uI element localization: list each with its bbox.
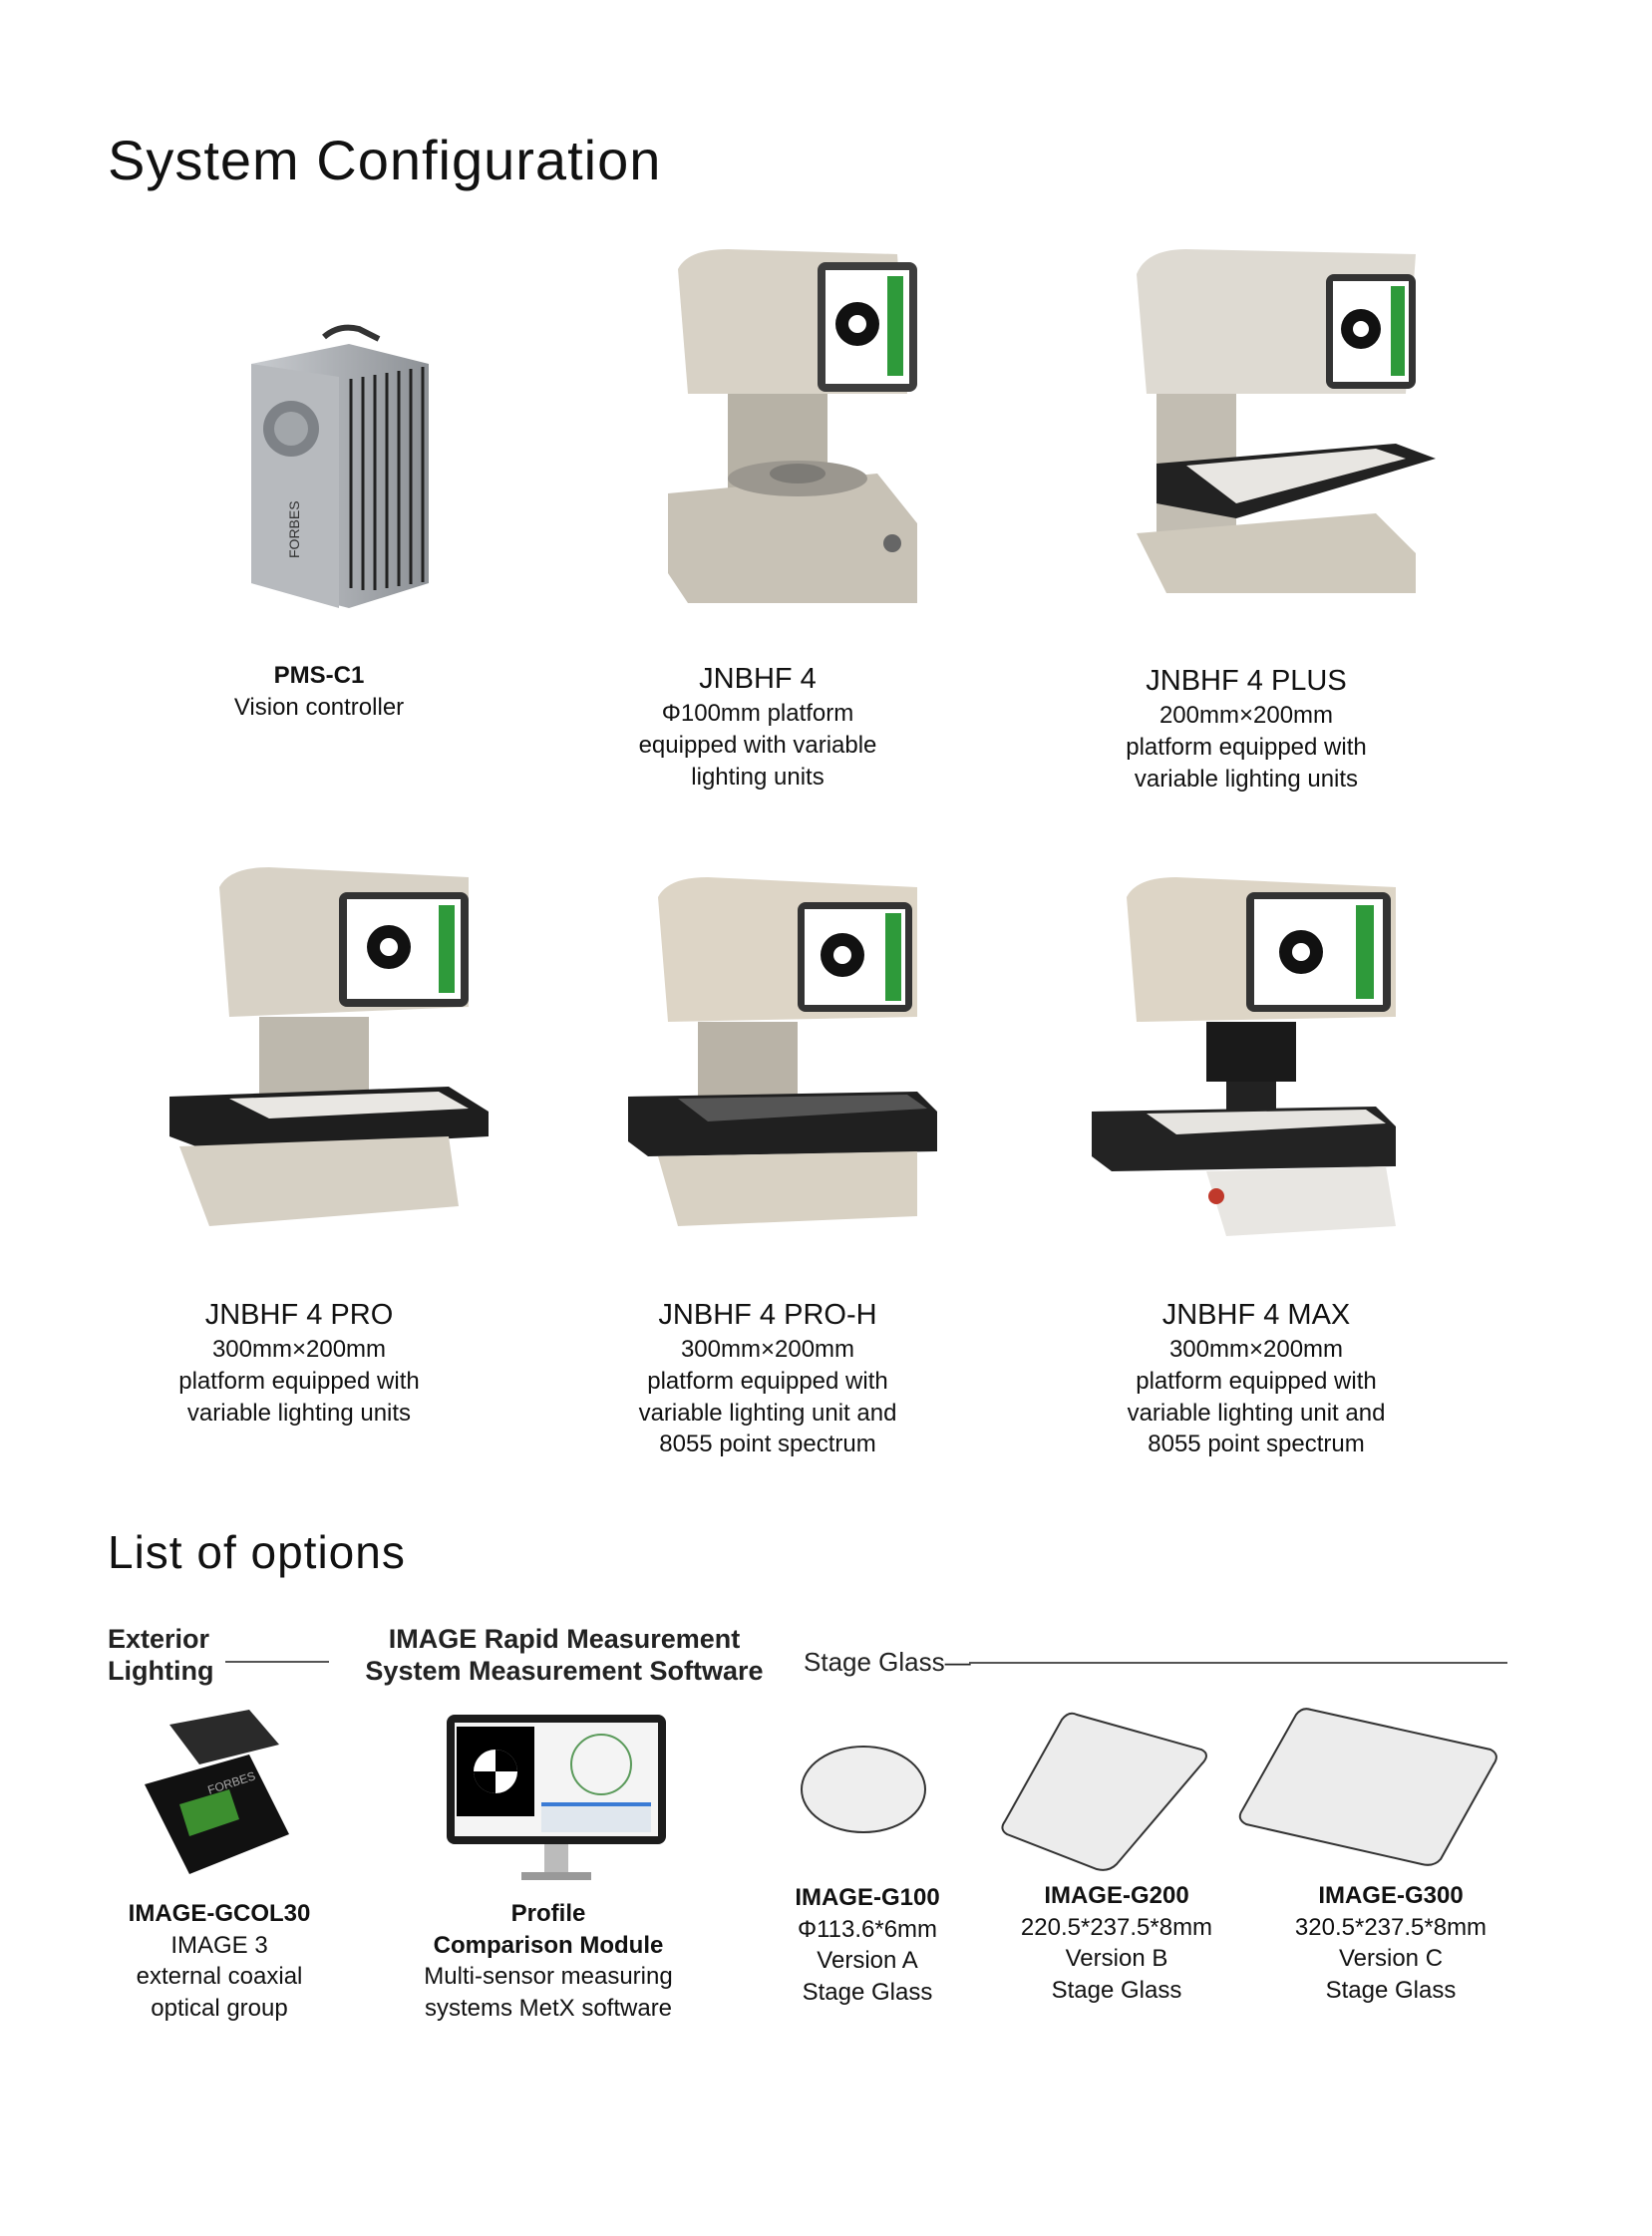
jnbhf-4-pro-h-image [628,877,937,1226]
heading-line: Lighting [108,1656,214,1687]
option-desc-line: Version A [817,1947,918,1975]
product-desc-line: variable lighting units [186,1399,412,1427]
option-desc-line: Stage Glass [1051,1977,1182,2005]
option-desc-line: Stage Glass [1325,1977,1457,2005]
option-desc-line: Φ113.6*6mm [797,1915,938,1943]
product-caption: JNBHF 4 MAX 300mm×200mm platform equippe… [1097,1296,1416,1460]
pms-c1-image: FORBES [251,324,429,608]
option-caption: IMAGE-G200 220.5*237.5*8mm Version B Sta… [997,1880,1236,2007]
option-caption: IMAGE-G100 Φ113.6*6mm Version A Stage Gl… [758,1882,977,2009]
product-name: JNBHF 4 [699,663,817,695]
product-desc-line: 8055 point spectrum [659,1431,876,1458]
product-desc-line: variable lighting units [1134,765,1359,793]
product-desc-line: 300mm×200mm [1168,1336,1344,1364]
product-caption: PMS-C1 Vision controller [169,660,469,723]
option-caption: IMAGE-G300 320.5*237.5*8mm Version C Sta… [1266,1880,1515,2007]
product-desc-line: platform equipped with [1126,733,1367,761]
product-name: JNBHF 4 MAX [1161,1299,1351,1331]
option-desc-line: Version B [1065,1945,1168,1973]
option-caption: IMAGE-GCOL30 IMAGE 3 external coaxial op… [100,1898,339,2025]
product-name: JNBHF 4 PRO-H [658,1299,877,1331]
product-desc-line: Φ100mm platform [661,700,854,728]
jnbhf-4-max-image [1092,877,1396,1236]
product-desc-line: variable lighting unit and [1127,1399,1386,1427]
option-name: Profile [510,1900,586,1927]
option-desc-line: external coaxial [136,1963,303,1991]
option-name: IMAGE-G100 [795,1884,940,1911]
product-desc-line: Vision controller [233,693,405,721]
product-desc-line: lighting units [691,763,825,791]
option-desc-line: IMAGE 3 [170,1931,268,1959]
heading-line: IMAGE Rapid Measurement [388,1624,741,1654]
product-name: JNBHF 4 PLUS [1146,665,1347,697]
option-desc-line: 320.5*237.5*8mm [1294,1913,1487,1941]
exterior-lighting-heading: Exterior Lighting [108,1623,213,1688]
jnbhf-4-plus-image [1137,249,1436,593]
option-desc-line: Version C [1338,1945,1444,1973]
product-name: JNBHF 4 PRO [204,1299,394,1331]
heading-line: Exterior [108,1624,210,1654]
option-name: IMAGE-G300 [1318,1882,1464,1909]
option-name: IMAGE-G200 [1044,1882,1189,1909]
option-desc-line: 220.5*237.5*8mm [1020,1913,1213,1941]
page-title: System Configuration [108,129,662,191]
software-heading: IMAGE Rapid Measurement System Measureme… [355,1623,774,1688]
option-desc-line: optical group [151,1995,288,2023]
gcol30-image: FORBES [145,1710,289,1874]
option-desc-line: Multi-sensor measuring [424,1963,673,1991]
product-desc-line: 300mm×200mm [211,1336,387,1364]
option-desc-line: Stage Glass [802,1979,933,2007]
svg-text:FORBES: FORBES [286,500,302,558]
product-desc-line: variable lighting unit and [638,1399,897,1427]
product-desc-line: platform equipped with [647,1367,888,1395]
product-caption: JNBHF 4 PLUS 200mm×200mm platform equipp… [1082,662,1411,795]
stage-glass-heading: Stage Glass— [804,1647,971,1677]
option-name: IMAGE-GCOL30 [128,1900,311,1927]
software-monitor-image [447,1715,666,1880]
g100-glass-image [801,1746,926,1833]
option-caption: Profile Comparison Module Multi-sensor m… [399,1898,698,2025]
g200-glass-image [1001,1712,1207,1871]
jnbhf-4-image [668,249,917,603]
option-desc-line: Comparison Module [433,1931,664,1959]
heading-rule [969,1662,1507,1664]
product-desc-line: 8055 point spectrum [1148,1431,1365,1458]
product-desc-line: platform equipped with [1136,1367,1377,1395]
product-caption: JNBHF 4 PRO 300mm×200mm platform equippe… [140,1296,459,1429]
product-desc-line: 300mm×200mm [680,1336,855,1364]
product-desc-line: equipped with variable [638,731,877,759]
jnbhf-4-pro-image [169,867,489,1226]
heading-line: System Measurement Software [365,1656,764,1687]
product-desc-line: platform equipped with [178,1367,420,1395]
heading-rule [225,1661,329,1663]
g300-glass-image [1238,1708,1497,1866]
product-name: PMS-C1 [273,662,365,689]
product-caption: JNBHF 4 Φ100mm platform equipped with va… [603,660,912,793]
product-caption: JNBHF 4 PRO-H 300mm×200mm platform equip… [603,1296,932,1460]
product-desc-line: 200mm×200mm [1158,702,1334,730]
option-desc-line: systems MetX software [424,1995,673,2023]
options-title: List of options [108,1526,406,1578]
